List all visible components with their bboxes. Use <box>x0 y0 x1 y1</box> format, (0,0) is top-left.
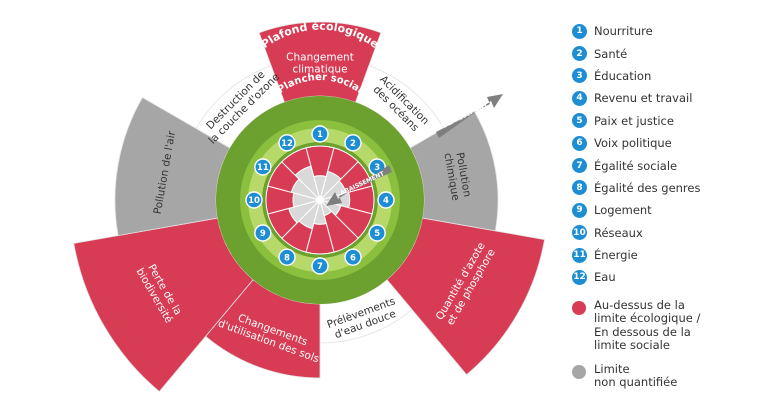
number-badge-label: 12 <box>281 139 293 149</box>
number-badge: 11 <box>572 247 587 263</box>
legend-item-label: Réseaux <box>594 225 643 240</box>
legend-item-label: Nourriture <box>594 24 653 39</box>
number-badge-6 <box>344 248 362 266</box>
number-badge-8 <box>278 248 296 266</box>
number-badge-7 <box>311 257 329 275</box>
number-badge-12 <box>278 134 296 152</box>
shortfall-arrow <box>326 165 392 206</box>
number-badge-10 <box>245 191 263 209</box>
number-badge-label: 10 <box>248 196 260 206</box>
legend-key-gray: Limite non quantifiée <box>572 362 777 390</box>
number-badge: 3 <box>572 68 587 84</box>
legend-item-12: 12 Eau <box>572 266 777 288</box>
legend-item-3: 3 Éducation <box>572 65 777 87</box>
legend-item-label: Santé <box>594 46 628 61</box>
legend-item-8: 8 Égalité des genres <box>572 177 777 199</box>
number-badge-label: 6 <box>350 253 356 263</box>
number-badge-label: 5 <box>374 229 380 239</box>
number-badge: 8 <box>572 180 587 196</box>
legend-item-label: Logement <box>594 203 652 218</box>
number-badge-5 <box>368 224 386 242</box>
red-swatch <box>572 300 586 315</box>
number-badge: 10 <box>572 225 587 241</box>
number-badge-label: 7 <box>317 262 323 272</box>
legend-item-7: 7 Égalité sociale <box>572 154 777 176</box>
planetary-boundaries-ring <box>73 21 545 393</box>
legend-social-list: 1 Nourriture 2 Santé 3 Éducation 4 Revenu et tr… <box>572 20 777 289</box>
number-badge: 2 <box>572 46 587 62</box>
legend-item-label: Éducation <box>594 68 652 83</box>
legend-item-label: Revenu et travail <box>594 91 693 106</box>
legend-item-10: 10 Réseaux <box>572 222 777 244</box>
legend-item-11: 11 Énergie <box>572 244 777 266</box>
number-badge: 1 <box>572 23 587 39</box>
legend-item-label: Eau <box>594 270 616 285</box>
legend-item-6: 6 Voix politique <box>572 132 777 154</box>
number-badge-label: 9 <box>260 229 266 239</box>
legend-item-5: 5 Paix et justice <box>572 110 777 132</box>
legend: 1 Nourriture 2 Santé 3 Éducation 4 Revenu et tr… <box>572 20 777 390</box>
number-badge: 7 <box>572 158 587 174</box>
number-badge: 9 <box>572 202 587 218</box>
number-badge: 5 <box>572 113 587 129</box>
legend-item-9: 9 Logement <box>572 199 777 221</box>
legend-item-label: Énergie <box>594 248 638 263</box>
legend-item-label: Égalité des genres <box>594 180 701 195</box>
legend-key-red: Au-dessus de la limite écologique / En d… <box>572 298 777 353</box>
number-badge-11 <box>254 158 272 176</box>
number-badge: 6 <box>572 135 587 151</box>
number-badge: 4 <box>572 90 587 106</box>
number-badge: 12 <box>572 269 587 285</box>
legend-item-4: 4 Revenu et travail <box>572 87 777 109</box>
center-dot <box>316 196 324 204</box>
legend-item-label: Égalité sociale <box>594 158 678 173</box>
shortfall-12 <box>281 147 312 176</box>
number-badge-label: 1 <box>317 130 323 140</box>
legend-item-2: 2 Santé <box>572 42 777 64</box>
legend-item-label: Paix et justice <box>594 113 674 128</box>
number-badge-label: 8 <box>284 253 290 263</box>
gray-swatch <box>572 364 586 379</box>
number-badge-label: 11 <box>257 163 269 173</box>
number-badge-9 <box>254 224 272 242</box>
number-badge-1 <box>311 125 329 143</box>
legend-item-label: Voix politique <box>594 136 672 151</box>
number-badge-label: 4 <box>383 196 389 206</box>
number-badge-4 <box>377 191 395 209</box>
overshoot-arrow <box>436 94 503 138</box>
number-badge-label: 3 <box>374 163 380 173</box>
legend-item-1: 1 Nourriture <box>572 20 777 42</box>
number-badge-2 <box>344 134 362 152</box>
number-badge-label: 2 <box>350 139 356 149</box>
